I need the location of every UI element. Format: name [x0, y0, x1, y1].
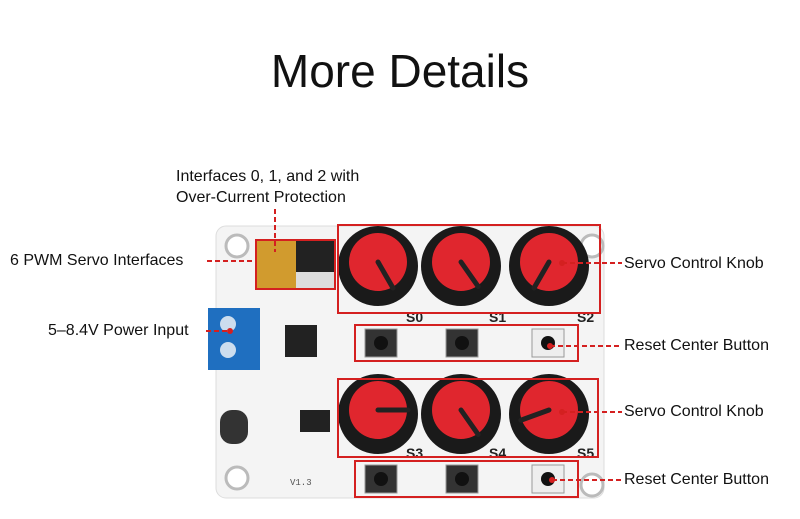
reset-button-label-top: Reset Center Button [624, 337, 769, 354]
knob-pointer [518, 407, 552, 423]
mounting-hole [224, 465, 250, 491]
knob-label: S4 [489, 445, 506, 461]
button-box-top [354, 324, 579, 362]
knob-box-top [337, 224, 601, 314]
reset-button[interactable] [364, 464, 398, 494]
servo-knob-s4[interactable] [421, 374, 501, 454]
servo-knob-s5[interactable] [509, 374, 589, 454]
mounting-hole [224, 233, 250, 259]
reset-button[interactable] [445, 328, 479, 358]
overcurrent-label-line1: Interfaces 0, 1, and 2 with [176, 168, 360, 185]
knob-pointer [375, 259, 396, 291]
page-title: More Details [270, 45, 530, 97]
servo-knob-s0[interactable] [338, 226, 418, 306]
servo-knob-label-bottom: Servo Control Knob [624, 403, 764, 420]
reset-button[interactable] [531, 328, 565, 358]
version-label: V1.3 [290, 478, 312, 488]
knob-pointer [531, 259, 552, 291]
servo-knob-s1[interactable] [421, 226, 501, 306]
power-terminal [208, 308, 260, 370]
overcurrent-highlight [256, 240, 296, 289]
mounting-hole [579, 472, 605, 498]
knob-pointer [458, 259, 481, 290]
reset-button-label-bottom: Reset Center Button [624, 471, 769, 488]
regulator [300, 410, 330, 432]
power-input-label: 5–8.4V Power Input [48, 322, 189, 339]
knob-label: S5 [577, 445, 594, 461]
knob-label: S0 [406, 309, 423, 325]
capacitor [220, 410, 248, 444]
servo-knob-s3[interactable] [338, 374, 418, 454]
servo-header [255, 239, 336, 290]
reset-button[interactable] [531, 464, 565, 494]
reset-button[interactable] [445, 464, 479, 494]
microcontroller-chip [285, 325, 317, 357]
knob-pointer [458, 407, 481, 438]
leader-lines [206, 209, 622, 481]
knob-box-bottom [337, 378, 599, 458]
servo-knob-s2[interactable] [509, 226, 589, 306]
pwm-interfaces-label: 6 PWM Servo Interfaces [10, 252, 184, 269]
overcurrent-label-line2: Over-Current Protection [176, 189, 346, 206]
reset-button[interactable] [364, 328, 398, 358]
servo-knob-label-top: Servo Control Knob [624, 255, 764, 272]
knob-label: S1 [489, 309, 506, 325]
leader-dots [227, 260, 565, 483]
knob-label: S2 [577, 309, 594, 325]
knob-label: S3 [406, 445, 423, 461]
